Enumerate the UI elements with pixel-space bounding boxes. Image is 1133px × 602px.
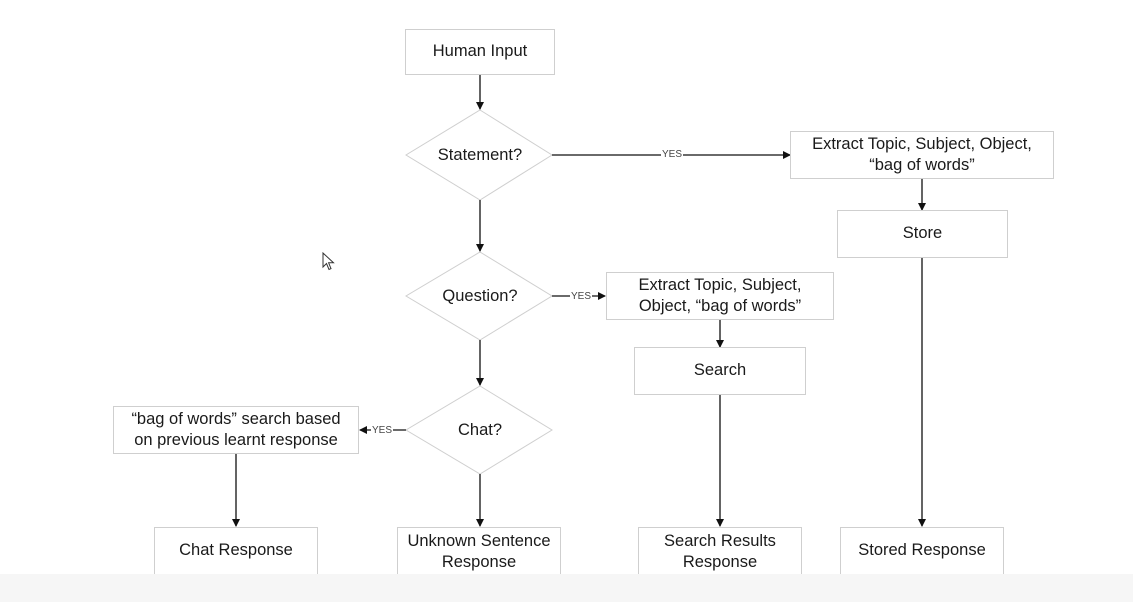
- statement-label: Statement?: [437, 145, 523, 164]
- human-input-label: Human Input: [432, 42, 528, 61]
- extract-question-node: Extract Topic, Subject, Object, “bag of …: [606, 272, 834, 320]
- search-results-response-node: Search Results Response: [638, 527, 802, 574]
- search-node: Search: [634, 347, 806, 395]
- search-label: Search: [693, 361, 747, 380]
- mouse-pointer-icon: [322, 252, 335, 271]
- chat-yes-label: YES: [371, 425, 394, 436]
- human-input-node: Human Input: [405, 29, 555, 75]
- bottom-strip: [0, 574, 1133, 602]
- search-results-response-label: Search Results Response: [664, 531, 776, 571]
- chat-label: Chat?: [457, 420, 503, 439]
- extract-statement-node: Extract Topic, Subject, Object, “bag of …: [790, 131, 1054, 179]
- store-node: Store: [837, 210, 1008, 258]
- unknown-sentence-response-node: Unknown Sentence Response: [397, 527, 561, 574]
- unknown-sentence-response-label: Unknown Sentence Response: [407, 531, 551, 571]
- question-label: Question?: [442, 286, 518, 305]
- bag-of-words-search-label: “bag of words” search based on previous …: [131, 409, 341, 449]
- question-yes-label: YES: [570, 291, 593, 302]
- extract-question-label: Extract Topic, Subject, Object, “bag of …: [638, 275, 802, 315]
- chat-response-label: Chat Response: [179, 541, 293, 560]
- extract-statement-label: Extract Topic, Subject, Object, “bag of …: [812, 134, 1032, 174]
- store-label: Store: [902, 224, 943, 243]
- stored-response-node: Stored Response: [840, 527, 1004, 574]
- chat-response-node: Chat Response: [154, 527, 318, 574]
- bag-of-words-search-node: “bag of words” search based on previous …: [113, 406, 359, 454]
- stored-response-label: Stored Response: [858, 541, 986, 560]
- statement-yes-label: YES: [661, 149, 684, 160]
